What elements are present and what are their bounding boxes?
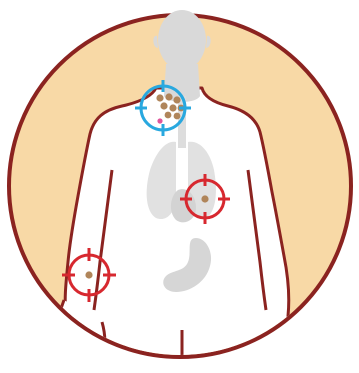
lung-spot	[201, 195, 208, 202]
hand-spot	[85, 271, 92, 278]
head	[158, 10, 206, 70]
